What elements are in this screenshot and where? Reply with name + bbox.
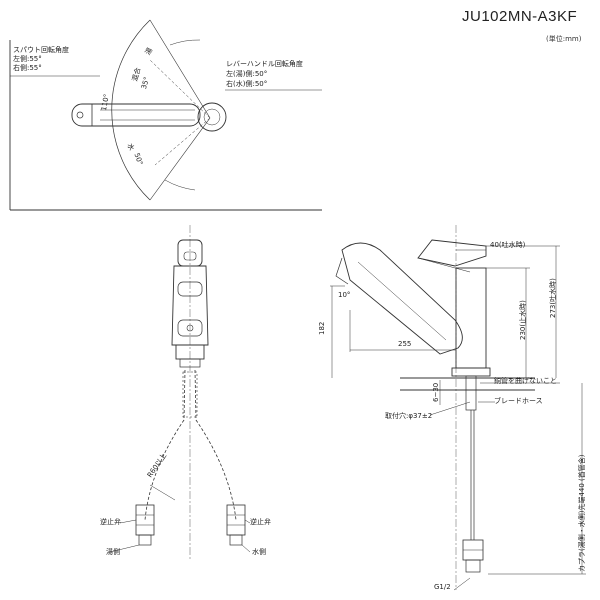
lever-rotation-left: 左(湯)側:50° bbox=[226, 70, 268, 78]
check-valve-left: 逆止弁 bbox=[100, 518, 121, 526]
model-number: JU102MN-A3KF bbox=[462, 8, 578, 25]
side-dimensions bbox=[330, 245, 586, 591]
hot-side-label: 湯側 bbox=[106, 548, 120, 556]
mount-hole-label: 取付穴:φ37±2 bbox=[385, 412, 433, 420]
top-view-frame bbox=[9, 40, 322, 211]
lever-arc-2 bbox=[164, 179, 196, 191]
spout-rotation-title: スパウト回転角度 bbox=[13, 46, 69, 54]
dim-273-label: 273(吐水時) bbox=[549, 278, 557, 318]
dim-182-label: 182 bbox=[318, 321, 326, 335]
check-valve-right: 逆止弁 bbox=[250, 518, 271, 526]
braided-hose-label: ブレードホース bbox=[494, 397, 543, 405]
faucet-front-view bbox=[109, 225, 251, 560]
spout-limit-bottom bbox=[149, 117, 211, 201]
unit-note: (単位:mm) bbox=[546, 35, 582, 43]
no-bend-label: 銅管を曲げないこと bbox=[494, 377, 557, 385]
dim-255-label: 255 bbox=[398, 340, 412, 348]
lever-arc bbox=[169, 39, 201, 46]
coupling-length-label: カプラ(湯側・水側)先端440 (首管含) bbox=[578, 454, 586, 572]
spout-rotation-right: 右側:55° bbox=[13, 64, 42, 72]
angle-10-label: 10° bbox=[338, 291, 351, 299]
dim-230-label: 230(止水時) bbox=[519, 300, 527, 340]
thread-label: G1/2 bbox=[434, 583, 451, 591]
spout-top-view bbox=[71, 102, 227, 132]
dim-6-30-label: 6~30 bbox=[432, 382, 440, 402]
spout-limit-top bbox=[149, 19, 211, 119]
mixed-ray bbox=[149, 59, 211, 119]
lever-rotation-right: 右(水)側:50° bbox=[226, 80, 268, 88]
lever-rotation-title: レバーハンドル回転角度 bbox=[226, 60, 303, 68]
spout-rotation-left: 左側:55° bbox=[13, 55, 42, 63]
water-side-label: 水側 bbox=[252, 548, 266, 556]
dim-40-label: 40(吐水時) bbox=[490, 241, 526, 249]
faucet-side-view bbox=[335, 225, 535, 590]
water-ray bbox=[154, 117, 211, 166]
